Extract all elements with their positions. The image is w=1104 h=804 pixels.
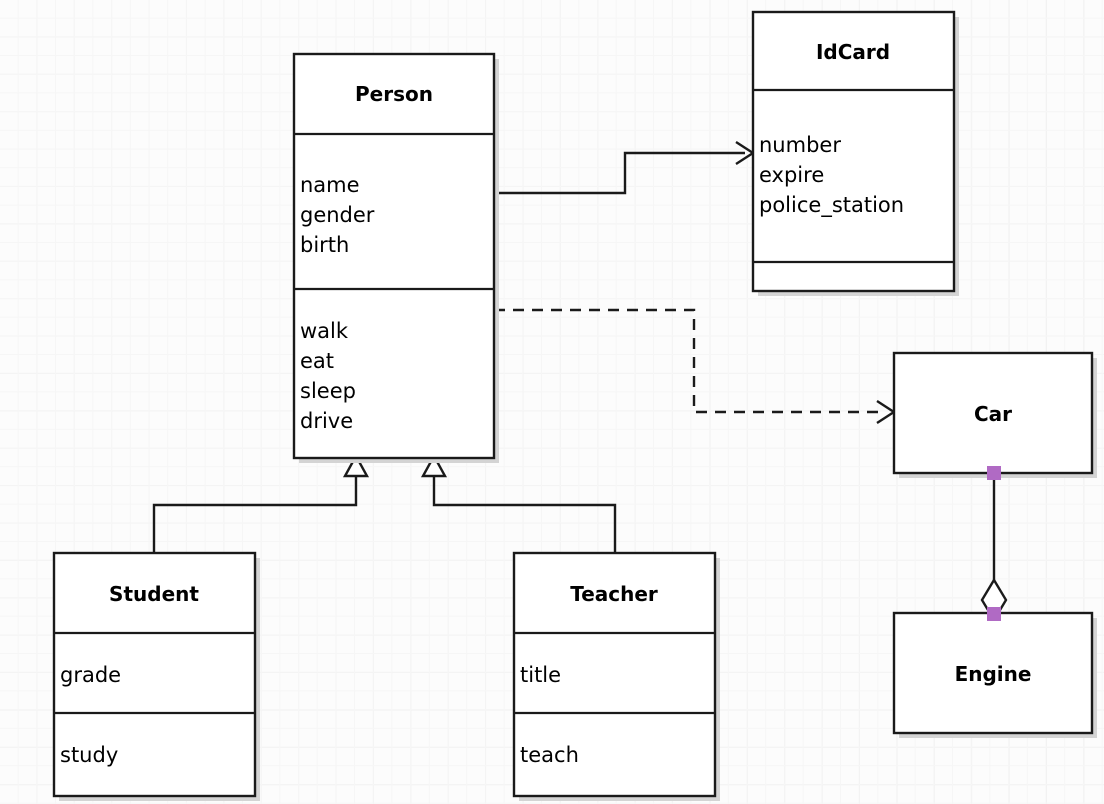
box-outline: [52, 551, 257, 798]
hollow-triangle-arrowhead-icon: [420, 453, 448, 478]
edge-endpoint-handle-source[interactable]: [987, 466, 1001, 480]
attribute-label: title: [520, 663, 561, 687]
edge-teacher-person[interactable]: [420, 453, 617, 553]
class-box-car[interactable]: Car: [892, 351, 1097, 478]
open-arrowhead-icon: [876, 399, 897, 425]
method-label: drive: [300, 409, 353, 433]
edge-student-person[interactable]: [152, 453, 370, 553]
class-box-idcard[interactable]: IdCard number expire police_station: [751, 10, 959, 296]
edge-line: [432, 474, 617, 553]
class-name-label: Engine: [955, 662, 1032, 686]
class-name-label: Teacher: [570, 582, 658, 606]
class-name-label: Student: [109, 582, 199, 606]
edge-person-car[interactable]: [494, 308, 897, 425]
attribute-label: expire: [759, 163, 824, 187]
attribute-label: birth: [300, 233, 349, 257]
edge-car-engine[interactable]: [980, 473, 1008, 623]
attribute-label: police_station: [759, 193, 904, 218]
class-box-student[interactable]: Student grade study: [52, 551, 260, 801]
method-label: study: [60, 743, 118, 767]
edge-person-idcard[interactable]: [494, 140, 756, 195]
selection-handles-car-engine[interactable]: [987, 466, 1001, 621]
class-box-engine[interactable]: Engine: [892, 611, 1097, 738]
method-label: walk: [300, 319, 349, 343]
class-box-person[interactable]: Person name gender birth walk eat sleep …: [292, 52, 499, 463]
box-outline: [751, 10, 956, 293]
class-name-label: IdCard: [816, 40, 890, 64]
class-name-label: Car: [974, 402, 1012, 426]
edge-line: [494, 151, 745, 195]
box-outline: [512, 551, 717, 798]
box-outline: [892, 351, 1094, 475]
method-label: sleep: [300, 379, 356, 403]
edge-endpoint-handle-target[interactable]: [987, 607, 1001, 621]
edge-line: [494, 308, 886, 414]
method-label: teach: [520, 743, 579, 767]
attribute-label: grade: [60, 663, 121, 687]
attribute-label: name: [300, 173, 360, 197]
method-label: eat: [300, 349, 334, 373]
attribute-label: gender: [300, 203, 375, 227]
hollow-triangle-arrowhead-icon: [342, 453, 370, 478]
box-outline: [292, 52, 496, 460]
attribute-label: number: [759, 133, 841, 157]
class-name-label: Person: [355, 82, 433, 106]
class-box-teacher[interactable]: Teacher title teach: [512, 551, 720, 801]
edge-line: [152, 474, 358, 553]
